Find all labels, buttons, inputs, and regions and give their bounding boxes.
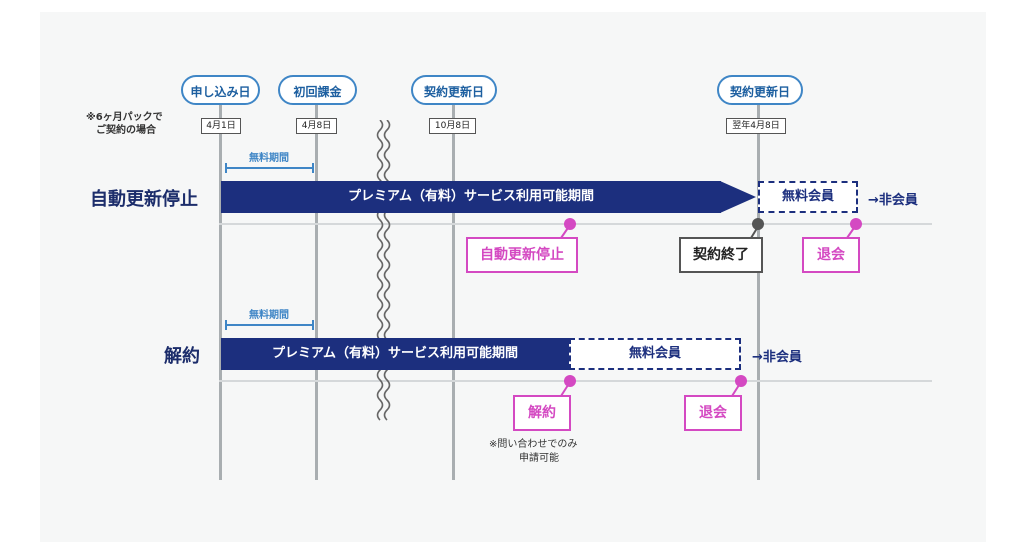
row1-premium-bar: プレミアム（有料）サービス利用可能期間 (221, 181, 721, 213)
row1-free-member-box: 無料会員 (758, 181, 858, 213)
six-month-note-line2: ご契約の場合 (96, 125, 156, 136)
row2-free-member-box: 無料会員 (569, 338, 741, 370)
date-oct-8: 10月8日 (429, 118, 476, 134)
timeline-line-apply (219, 104, 222, 480)
row1-free-period-range (225, 163, 314, 173)
timeline-line-renewal-1 (452, 104, 455, 480)
row1-to-non-member: →非会員 (868, 193, 918, 208)
timeline-line-renewal-2 (757, 104, 760, 480)
pill-renewal-date-2: 契約更新日 (717, 75, 803, 105)
row1-free-period-label: 無料期間 (249, 153, 289, 164)
six-month-note-line1: ※6ヶ月パックで (86, 112, 163, 123)
pill-apply-date: 申し込み日 (181, 75, 260, 105)
row1-callout-auto-renewal-stop: 自動更新停止 (466, 237, 578, 273)
row2-inquiry-note-line1: ※問い合わせでのみ (489, 439, 578, 450)
row1-callout-contract-end: 契約終了 (679, 237, 763, 273)
row2-free-period-label: 無料期間 (249, 310, 289, 321)
date-apr-1: 4月1日 (201, 118, 241, 134)
row-label-cancellation: 解約 (164, 346, 200, 367)
row1-premium-arrow-head (720, 181, 756, 213)
row2-premium-bar: プレミアム（有料）サービス利用可能期間 (221, 338, 569, 370)
row2-withdraw-marker (735, 375, 747, 387)
row2-callout-withdraw: 退会 (684, 395, 742, 431)
row1-callout-withdraw: 退会 (802, 237, 860, 273)
row-label-auto-renewal-stop: 自動更新停止 (90, 189, 198, 210)
row1-stop-marker (564, 218, 576, 230)
date-apr-8: 4月8日 (296, 118, 337, 134)
date-next-apr-8: 翌年4月8日 (726, 118, 786, 134)
row2-callout-pointers (560, 381, 742, 397)
row1-withdraw-marker (850, 218, 862, 230)
row2-free-period-range (225, 320, 314, 330)
timeline-line-first-charge (315, 104, 318, 480)
row1-end-marker (752, 218, 764, 230)
row2-cancel-marker (564, 375, 576, 387)
pill-first-charge: 初回課金 (278, 75, 357, 105)
row2-premium-bar-label: プレミアム（有料）サービス利用可能期間 (271, 346, 519, 361)
pill-renewal-date-1: 契約更新日 (411, 75, 497, 105)
row1-premium-bar-label: プレミアム（有料）サービス利用可能期間 (347, 189, 595, 204)
row2-callout-cancel: 解約 (513, 395, 571, 431)
row2-to-non-member: →非会員 (752, 350, 802, 365)
row2-inquiry-note-line2: 申請可能 (519, 453, 559, 464)
timeline-break-wave (376, 120, 391, 421)
